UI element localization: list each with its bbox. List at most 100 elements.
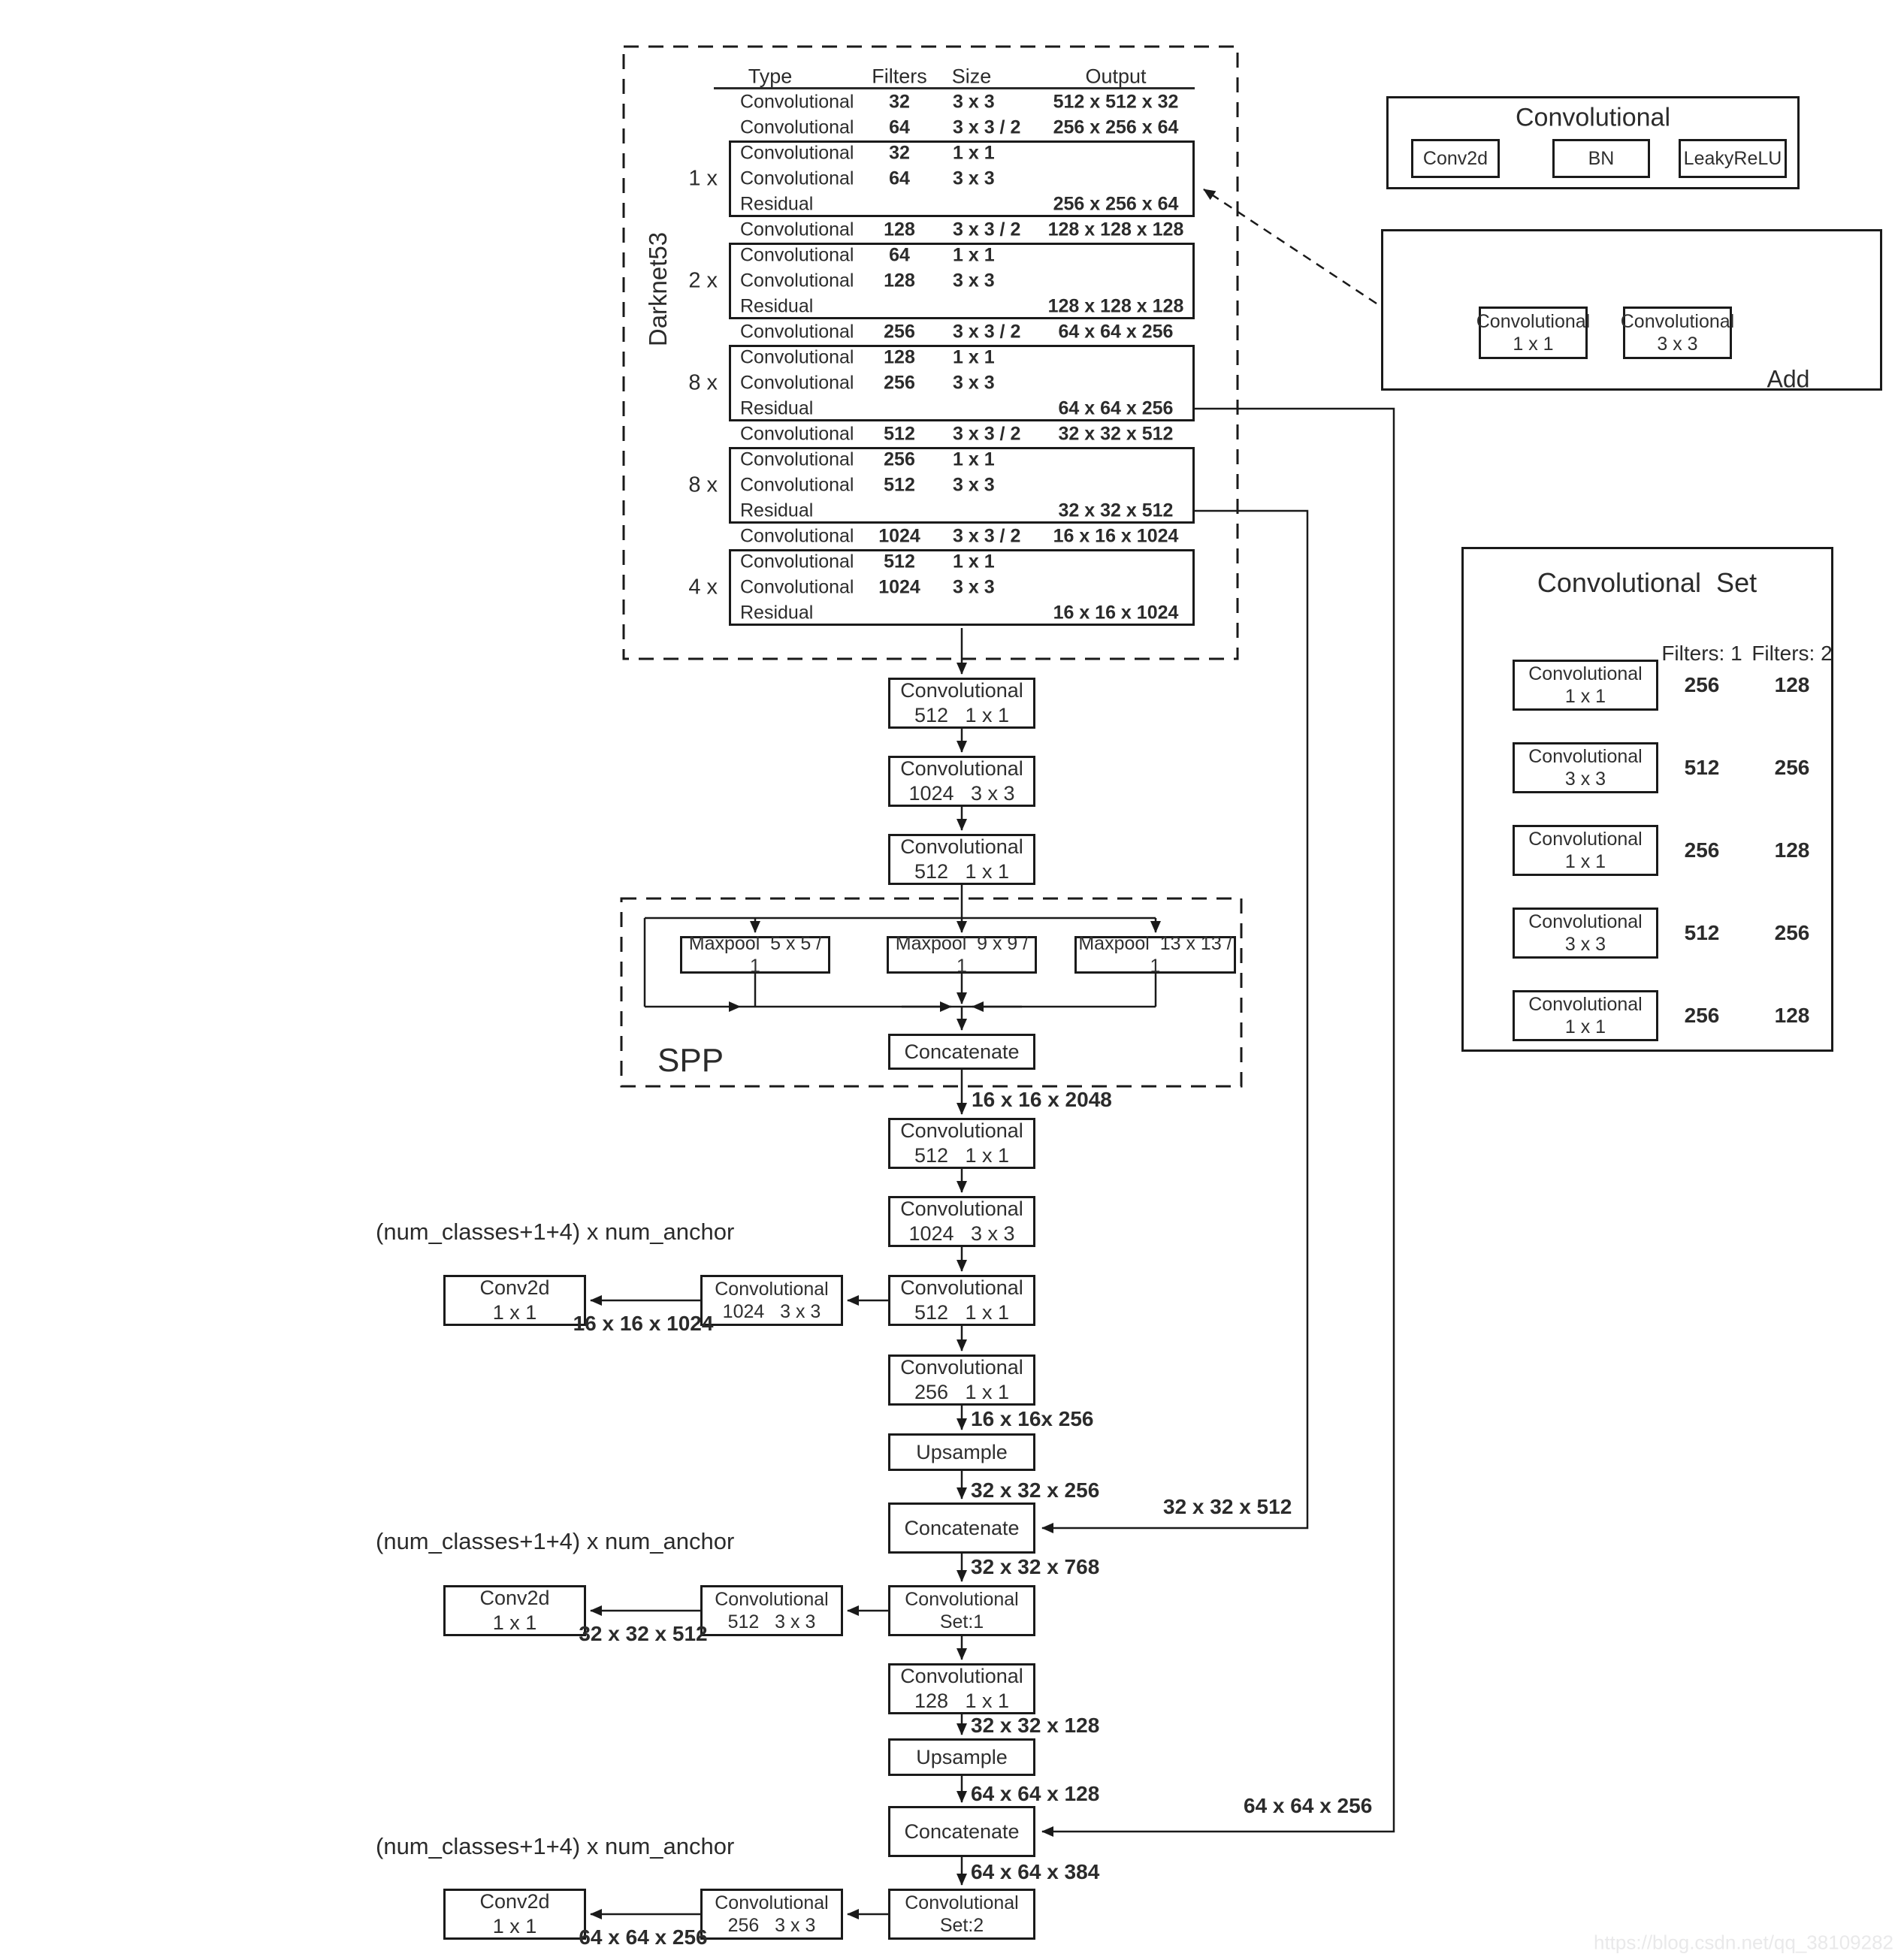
darknet53-label: Darknet53 xyxy=(644,231,672,347)
node-sublabel: 1 x 1 xyxy=(1564,1016,1606,1037)
node-label: Convolutional xyxy=(1528,911,1643,932)
node-sublabel: 1 x 1 xyxy=(492,1611,537,1634)
table-cell: Convolutional xyxy=(740,244,854,266)
table-cell: 3 x 3 xyxy=(953,91,995,113)
node-label: Maxpool 13 x 13 / 1 xyxy=(1078,933,1232,977)
node-label: Convolutional xyxy=(1528,994,1643,1015)
table-cell: Residual xyxy=(740,500,814,521)
node-label: Upsample xyxy=(916,1745,1008,1768)
table-cell: 16 x 16 x 1024 xyxy=(1053,525,1179,547)
table-cell: Convolutional xyxy=(740,346,854,368)
watermark-text: https://blog.csdn.net/qq_38109282 xyxy=(1594,1931,1893,1954)
label-branch-dim-3: 64 x 64 x 256 xyxy=(579,1925,708,1949)
label-set-val-5a: 256 xyxy=(1684,1004,1720,1027)
repeat-multiplier: 2 x xyxy=(688,268,718,293)
node-label: Convolutional xyxy=(900,1119,1023,1142)
table-cell: 1024 xyxy=(878,576,920,598)
node-maxpool-9: Maxpool 9 x 9 / 1 xyxy=(887,933,1037,977)
table-cell: 64 x 64 x 256 xyxy=(1058,397,1174,419)
node-label: Convolutional xyxy=(900,1665,1023,1687)
label-set-val-1a: 256 xyxy=(1684,673,1720,696)
label-branch-dim-1: 16 x 16 x 1024 xyxy=(573,1312,714,1335)
table-cell: 3 x 3 xyxy=(953,270,995,291)
legend-convolutional-set-frame xyxy=(1461,547,1833,1052)
label-set-val-3b: 128 xyxy=(1774,838,1810,862)
node-sublabel: 3 x 3 xyxy=(1564,934,1606,955)
table-cell: 512 xyxy=(884,423,915,445)
node-sublabel: 256 1 x 1 xyxy=(914,1381,1010,1403)
label-spp-title: SPP xyxy=(657,1042,724,1079)
node-sublabel: 3 x 3 xyxy=(1564,769,1606,790)
table-cell: 3 x 3 / 2 xyxy=(953,525,1021,547)
node-label: Convolutional Set:1 xyxy=(905,1589,1019,1632)
repeat-multiplier: 8 x xyxy=(688,370,718,395)
node-label: Convolutional xyxy=(1528,829,1643,850)
table-cell: 3 x 3 xyxy=(953,576,995,598)
node-sublabel: 256 3 x 3 xyxy=(727,1915,816,1936)
table-cell: 128 xyxy=(884,270,915,291)
node-label: BN xyxy=(1588,148,1615,169)
table-cell: 128 xyxy=(884,219,915,240)
label-anchor-label-2: (num_classes+1+4) x num_anchor xyxy=(376,1528,735,1554)
node-label: Convolutional xyxy=(900,1356,1023,1379)
table-cell: 1 x 1 xyxy=(953,551,995,572)
table-cell: 32 x 32 x 512 xyxy=(1058,423,1174,445)
table-cell: Convolutional xyxy=(740,576,854,598)
node-sublabel: 512 1 x 1 xyxy=(914,704,1010,726)
label-dim-64-128: 64 x 64 x 128 xyxy=(971,1782,1100,1805)
table-cell: Convolutional xyxy=(740,551,854,572)
table-cell: 3 x 3 / 2 xyxy=(953,423,1021,445)
table-cell: Convolutional xyxy=(740,525,854,547)
table-cell: 1024 xyxy=(878,525,920,547)
table-cell: 3 x 3 / 2 xyxy=(953,321,1021,343)
label-legend-set-title: Convolutional Set xyxy=(1537,567,1757,598)
label-anchor-label-1: (num_classes+1+4) x num_anchor xyxy=(376,1219,735,1245)
node-sublabel: 1 x 1 xyxy=(1513,334,1554,355)
node-legend-conv2d: Conv2d xyxy=(1411,139,1500,178)
table-cell: 256 xyxy=(884,372,915,394)
label-dim-32-256: 32 x 32 x 256 xyxy=(971,1478,1100,1502)
label-filters-col-1: Filters: 1 xyxy=(1661,642,1742,665)
node-label: Convolutional xyxy=(1476,311,1591,332)
node-label: Convolutional xyxy=(900,757,1023,780)
node-convset-2: Convolutional Set:2 xyxy=(888,1889,1035,1940)
label-feed-dim-256: 64 x 64 x 256 xyxy=(1244,1794,1373,1817)
table-cell: 1 x 1 xyxy=(953,448,995,470)
label-set-val-2a: 512 xyxy=(1684,756,1720,779)
table-cell: Convolutional xyxy=(740,474,854,496)
repeat-group-box xyxy=(729,447,1195,524)
node-sublabel: 1 x 1 xyxy=(492,1301,537,1324)
node-label: Concatenate xyxy=(904,1040,1020,1063)
table-cell: 256 x 256 x 64 xyxy=(1053,193,1179,215)
table-cell: Convolutional xyxy=(740,448,854,470)
header-rule xyxy=(714,87,1195,89)
node-sublabel: 512 3 x 3 xyxy=(727,1611,816,1632)
node-label: Convolutional Set:2 xyxy=(905,1892,1019,1936)
label-set-val-4b: 256 xyxy=(1774,921,1810,944)
node-maxpool-5: Maxpool 5 x 5 / 1 xyxy=(680,933,830,977)
node-label: Convolutional xyxy=(1528,663,1643,684)
label-dim-16-256: 16 x 16x 256 xyxy=(971,1407,1094,1430)
node-label: Convolutional xyxy=(715,1279,829,1300)
node-label: Conv2d xyxy=(479,1890,550,1913)
table-cell: Convolutional xyxy=(740,168,854,189)
